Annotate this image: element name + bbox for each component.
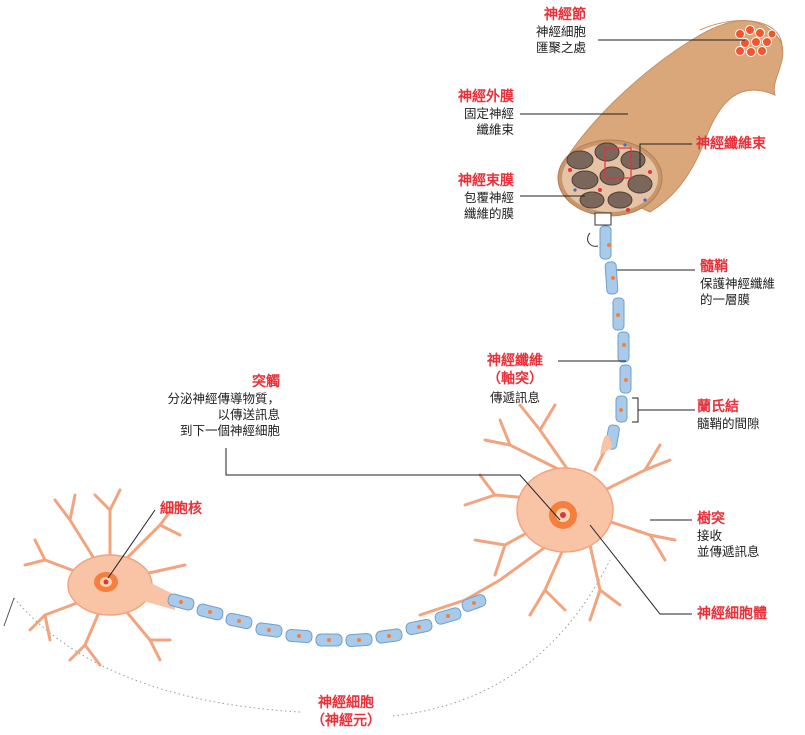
- fascicles: [566, 142, 653, 209]
- label-myelin: 髓鞘 保護神經纖維 的一層膜: [700, 258, 775, 308]
- label-axon: 神經纖維 （軸突） 傳遞訊息: [470, 352, 560, 406]
- right-neuron: [418, 403, 677, 622]
- label-synapse: 突觸 分泌神經傳導物質， 以傳送訊息 到下一個神經細胞: [130, 373, 280, 439]
- label-ganglion-title: 神經節: [544, 7, 586, 23]
- label-ranvier-title: 蘭氏結: [697, 399, 739, 415]
- label-synapse-desc-2: 以傳送訊息: [217, 407, 280, 422]
- label-dendrite-desc-1: 接收: [697, 528, 723, 543]
- label-myelin-desc-2: 的一層膜: [700, 292, 751, 307]
- label-soma: 神經細胞體: [697, 605, 767, 623]
- label-perineurium-desc-2: 纖維的膜: [463, 206, 514, 221]
- label-neuron-title-2: （神經元）: [311, 713, 381, 729]
- label-perineurium-title: 神經束膜: [458, 173, 514, 189]
- label-epineurium-title: 神經外膜: [458, 89, 514, 105]
- bottom-axon-myelin: [167, 593, 487, 648]
- label-nucleus: 細胞核: [160, 500, 202, 518]
- label-myelin-title: 髓鞘: [700, 259, 728, 275]
- label-axon-title: 神經纖維: [487, 353, 543, 369]
- left-neuron: [23, 488, 187, 667]
- label-epineurium-desc-2: 纖維束: [476, 122, 514, 137]
- neuron-bracket-arc: [13, 559, 611, 717]
- leader-lines: [107, 39, 745, 615]
- label-axon-desc-1: 傳遞訊息: [489, 390, 540, 405]
- label-ganglion-desc-1: 神經細胞: [535, 24, 586, 39]
- label-neuron-title: 神經細胞: [318, 695, 374, 711]
- bracket-tick-left: [3, 597, 15, 627]
- label-dendrite-title: 樹突: [697, 511, 725, 527]
- label-neuron: 神經細胞 （神經元）: [300, 694, 392, 730]
- label-myelin-desc-1: 保護神經纖維: [700, 276, 776, 291]
- label-fascicle-title: 神經纖維束: [696, 136, 766, 152]
- label-soma-title: 神經細胞體: [697, 606, 767, 622]
- label-axon-title-2: （軸突）: [487, 371, 543, 387]
- label-perineurium: 神經束膜 包覆神經 纖維的膜: [420, 172, 514, 222]
- label-epineurium: 神經外膜 固定神經 纖維束: [420, 88, 514, 138]
- label-ganglion: 神經節 神經細胞 匯聚之處: [500, 6, 586, 56]
- label-ranvier: 蘭氏結 髓鞘的間隙: [697, 398, 760, 432]
- label-fascicle: 神經纖維束: [696, 135, 766, 153]
- label-dendrite-desc-2: 並傳遞訊息: [697, 544, 760, 559]
- label-ganglion-desc-2: 匯聚之處: [535, 40, 586, 55]
- nerve-bundle: [557, 19, 784, 247]
- label-epineurium-desc-1: 固定神經: [463, 106, 514, 121]
- label-ranvier-desc-1: 髓鞘的間隙: [697, 416, 760, 431]
- label-synapse-desc-1: 分泌神經傳導物質，: [167, 391, 280, 406]
- label-synapse-desc-3: 到下一個神經細胞: [179, 423, 280, 438]
- label-synapse-title: 突觸: [252, 374, 280, 390]
- label-dendrite: 樹突 接收 並傳遞訊息: [697, 510, 760, 560]
- label-nucleus-title: 細胞核: [160, 501, 202, 517]
- ganglion-cells: [735, 25, 777, 57]
- label-perineurium-desc-1: 包覆神經: [463, 190, 514, 205]
- axon-myelin: [599, 225, 632, 450]
